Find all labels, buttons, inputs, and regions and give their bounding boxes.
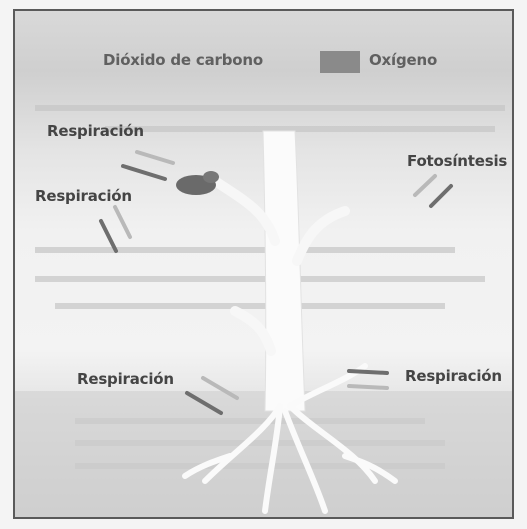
legend-co2-label: Dióxido de carbono	[103, 51, 263, 69]
diagram-frame: Dióxido de carbono Oxígeno Respiración R…	[13, 9, 514, 519]
label-respiracion-root-left: Respiración	[77, 370, 174, 388]
tree-roots	[182, 363, 398, 514]
arrows-leaf	[99, 205, 132, 253]
tree-branches	[210, 176, 350, 356]
label-respiracion-root-right: Respiración	[405, 367, 502, 385]
legend-o2-label: Oxígeno	[369, 51, 438, 69]
diagram-canvas	[15, 51, 512, 517]
animal-icon	[176, 171, 219, 195]
arrows-root-right	[347, 369, 389, 390]
tree-trunk	[262, 130, 306, 412]
soil	[15, 391, 512, 517]
o2-legend-swatch	[320, 51, 360, 73]
arrows-root-left	[185, 376, 239, 415]
label-fotosintesis: Fotosíntesis	[407, 152, 508, 170]
arrows-photosynthesis	[413, 174, 453, 208]
label-respiracion-leaf: Respiración	[35, 187, 132, 205]
arrows-animal	[121, 150, 175, 181]
label-respiracion-animal: Respiración	[47, 122, 144, 140]
